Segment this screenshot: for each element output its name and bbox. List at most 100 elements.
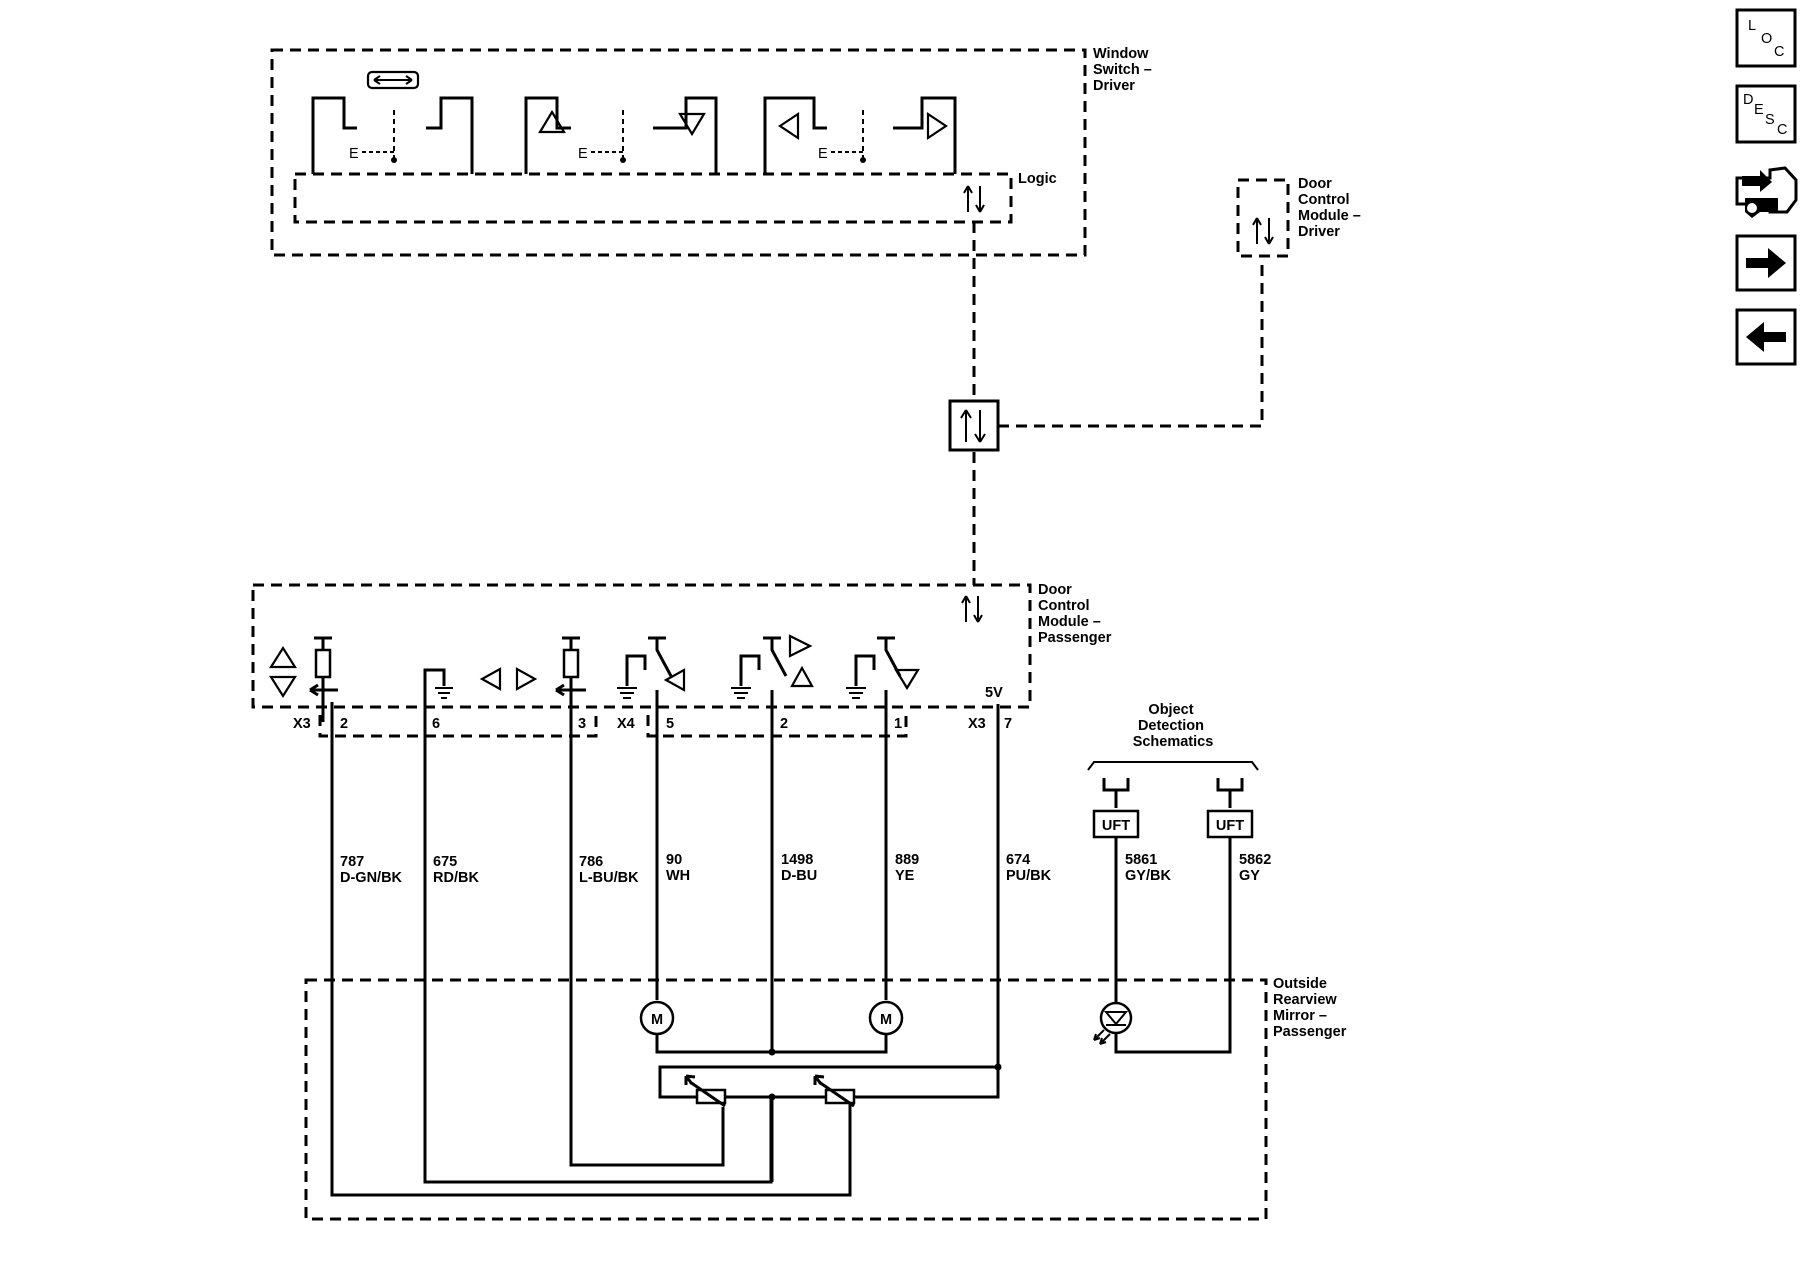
dcm-driver-boundary bbox=[1236, 178, 1290, 258]
pin-label: 2 bbox=[340, 716, 348, 732]
uft-connector-2: UFT bbox=[1206, 809, 1254, 839]
pin-label: 7 bbox=[1004, 716, 1012, 732]
switch-pair-up-down: E bbox=[524, 96, 718, 174]
connector-label: X4 bbox=[617, 716, 635, 732]
connector-label: X3 bbox=[968, 716, 986, 732]
up-arrow-icon bbox=[538, 109, 566, 134]
window-switch-title: Window Switch – Driver bbox=[1093, 46, 1156, 94]
svg-text:UFT: UFT bbox=[1102, 818, 1130, 834]
relay-switch-5 bbox=[617, 636, 686, 722]
right-arrow-icon bbox=[788, 634, 813, 658]
switch-e-label: E bbox=[349, 146, 359, 162]
relay-switch-1 bbox=[846, 636, 920, 722]
svg-text:M: M bbox=[651, 1012, 663, 1028]
left-arrow-icon bbox=[663, 668, 686, 692]
connector-x3-left: X3 2 6 3 bbox=[293, 715, 598, 738]
blind-zone-indicator-led bbox=[1093, 1001, 1133, 1045]
description-button[interactable]: D E S C bbox=[1735, 84, 1797, 144]
location-button[interactable]: L O C bbox=[1735, 8, 1797, 68]
arrow-left-icon bbox=[1746, 322, 1786, 352]
serial-data-splice bbox=[948, 399, 1000, 452]
relay-switch-2 bbox=[731, 634, 814, 722]
uft-connector-1: UFT bbox=[1092, 809, 1140, 839]
connector-end-view-button[interactable] bbox=[1735, 166, 1798, 218]
previous-page-button[interactable] bbox=[1735, 308, 1797, 366]
loc-letter-l: L bbox=[1748, 18, 1756, 34]
svg-text:E: E bbox=[578, 146, 588, 162]
dcm-passenger-boundary bbox=[251, 583, 1032, 709]
pin-label: 6 bbox=[432, 716, 440, 732]
up-arrow-icon bbox=[269, 645, 297, 669]
supply-5v-label: 5V bbox=[985, 685, 1003, 701]
wire-786 bbox=[569, 722, 725, 1167]
object-detection-reference: Object Detection Schematics UFT UFT bbox=[1087, 702, 1259, 839]
svg-text:M: M bbox=[880, 1012, 892, 1028]
dcm-passenger-title: Door Control Module – Passenger bbox=[1038, 582, 1112, 646]
position-sensor-horizontal bbox=[813, 1074, 856, 1108]
down-arrow-icon bbox=[678, 112, 706, 137]
left-arrow-icon bbox=[778, 111, 800, 141]
desc-letter-s: S bbox=[1765, 112, 1775, 128]
right-arrow-icon bbox=[515, 667, 538, 691]
right-arrow-icon bbox=[926, 111, 948, 141]
position-sensor-feed-3 bbox=[555, 636, 586, 722]
sensor-reference-wire bbox=[658, 1065, 1000, 1099]
serial-data-icon bbox=[963, 185, 985, 213]
ground-symbol bbox=[423, 668, 453, 722]
pin-label: 5 bbox=[666, 716, 674, 732]
up-arrow-icon bbox=[790, 665, 814, 688]
dcm-driver-title: Door Control Module – Driver bbox=[1298, 176, 1365, 240]
pin-label: 1 bbox=[894, 716, 902, 732]
arrow-right-icon bbox=[1746, 248, 1786, 278]
mirror-select-switch-icon bbox=[366, 70, 420, 90]
left-arrow-icon bbox=[479, 667, 502, 691]
desc-letter-e: E bbox=[1754, 102, 1764, 118]
wire-787 bbox=[330, 702, 852, 1197]
connector-x4: X4 5 2 1 bbox=[617, 715, 908, 738]
harness-wires bbox=[330, 702, 1232, 1197]
position-sensor-vertical bbox=[684, 1074, 727, 1108]
window-switch-boundary bbox=[270, 48, 1087, 257]
wire-5862 bbox=[1114, 836, 1232, 1054]
desc-letter-c: C bbox=[1777, 122, 1787, 138]
outside-rearview-mirror-passenger: Outside Rearview Mirror – Passenger M M bbox=[304, 976, 1347, 1221]
pin-label: 2 bbox=[780, 716, 788, 732]
pin-label: 3 bbox=[578, 716, 586, 732]
door-control-module-driver: Door Control Module – Driver bbox=[1236, 176, 1365, 258]
logic-label: Logic bbox=[1018, 171, 1057, 187]
position-sensor-feed-1 bbox=[309, 636, 338, 722]
side-nav: L O C D E S C bbox=[1735, 8, 1798, 366]
loc-letter-o: O bbox=[1761, 31, 1772, 47]
serial-data-line-driver-dcm bbox=[998, 258, 1264, 428]
mirror-title: Outside Rearview Mirror – Passenger bbox=[1273, 976, 1347, 1040]
window-switch-driver: Window Switch – Driver Logic E E bbox=[270, 46, 1156, 257]
desc-letter-d: D bbox=[1743, 92, 1753, 108]
switch-pair-select: E bbox=[311, 96, 474, 174]
svg-text:E: E bbox=[818, 146, 828, 162]
next-page-button[interactable] bbox=[1735, 234, 1797, 292]
dcm-passenger-serial-icon bbox=[961, 595, 983, 623]
down-arrow-icon bbox=[894, 668, 920, 691]
connector-label: X3 bbox=[293, 716, 311, 732]
wire-675 bbox=[423, 722, 773, 1184]
object-detection-title: Object Detection Schematics bbox=[1133, 702, 1214, 750]
door-control-module-passenger: Door Control Module – Passenger 5V bbox=[251, 582, 1112, 722]
connector-x3-right: X3 7 bbox=[968, 716, 1012, 732]
loc-letter-c: C bbox=[1774, 44, 1784, 60]
connector-tool-icon bbox=[1735, 166, 1798, 218]
down-arrow-icon bbox=[269, 675, 297, 699]
motor-right: M bbox=[868, 1000, 904, 1036]
motor-left: M bbox=[639, 1000, 675, 1036]
switch-pair-left-right: E bbox=[763, 96, 957, 174]
